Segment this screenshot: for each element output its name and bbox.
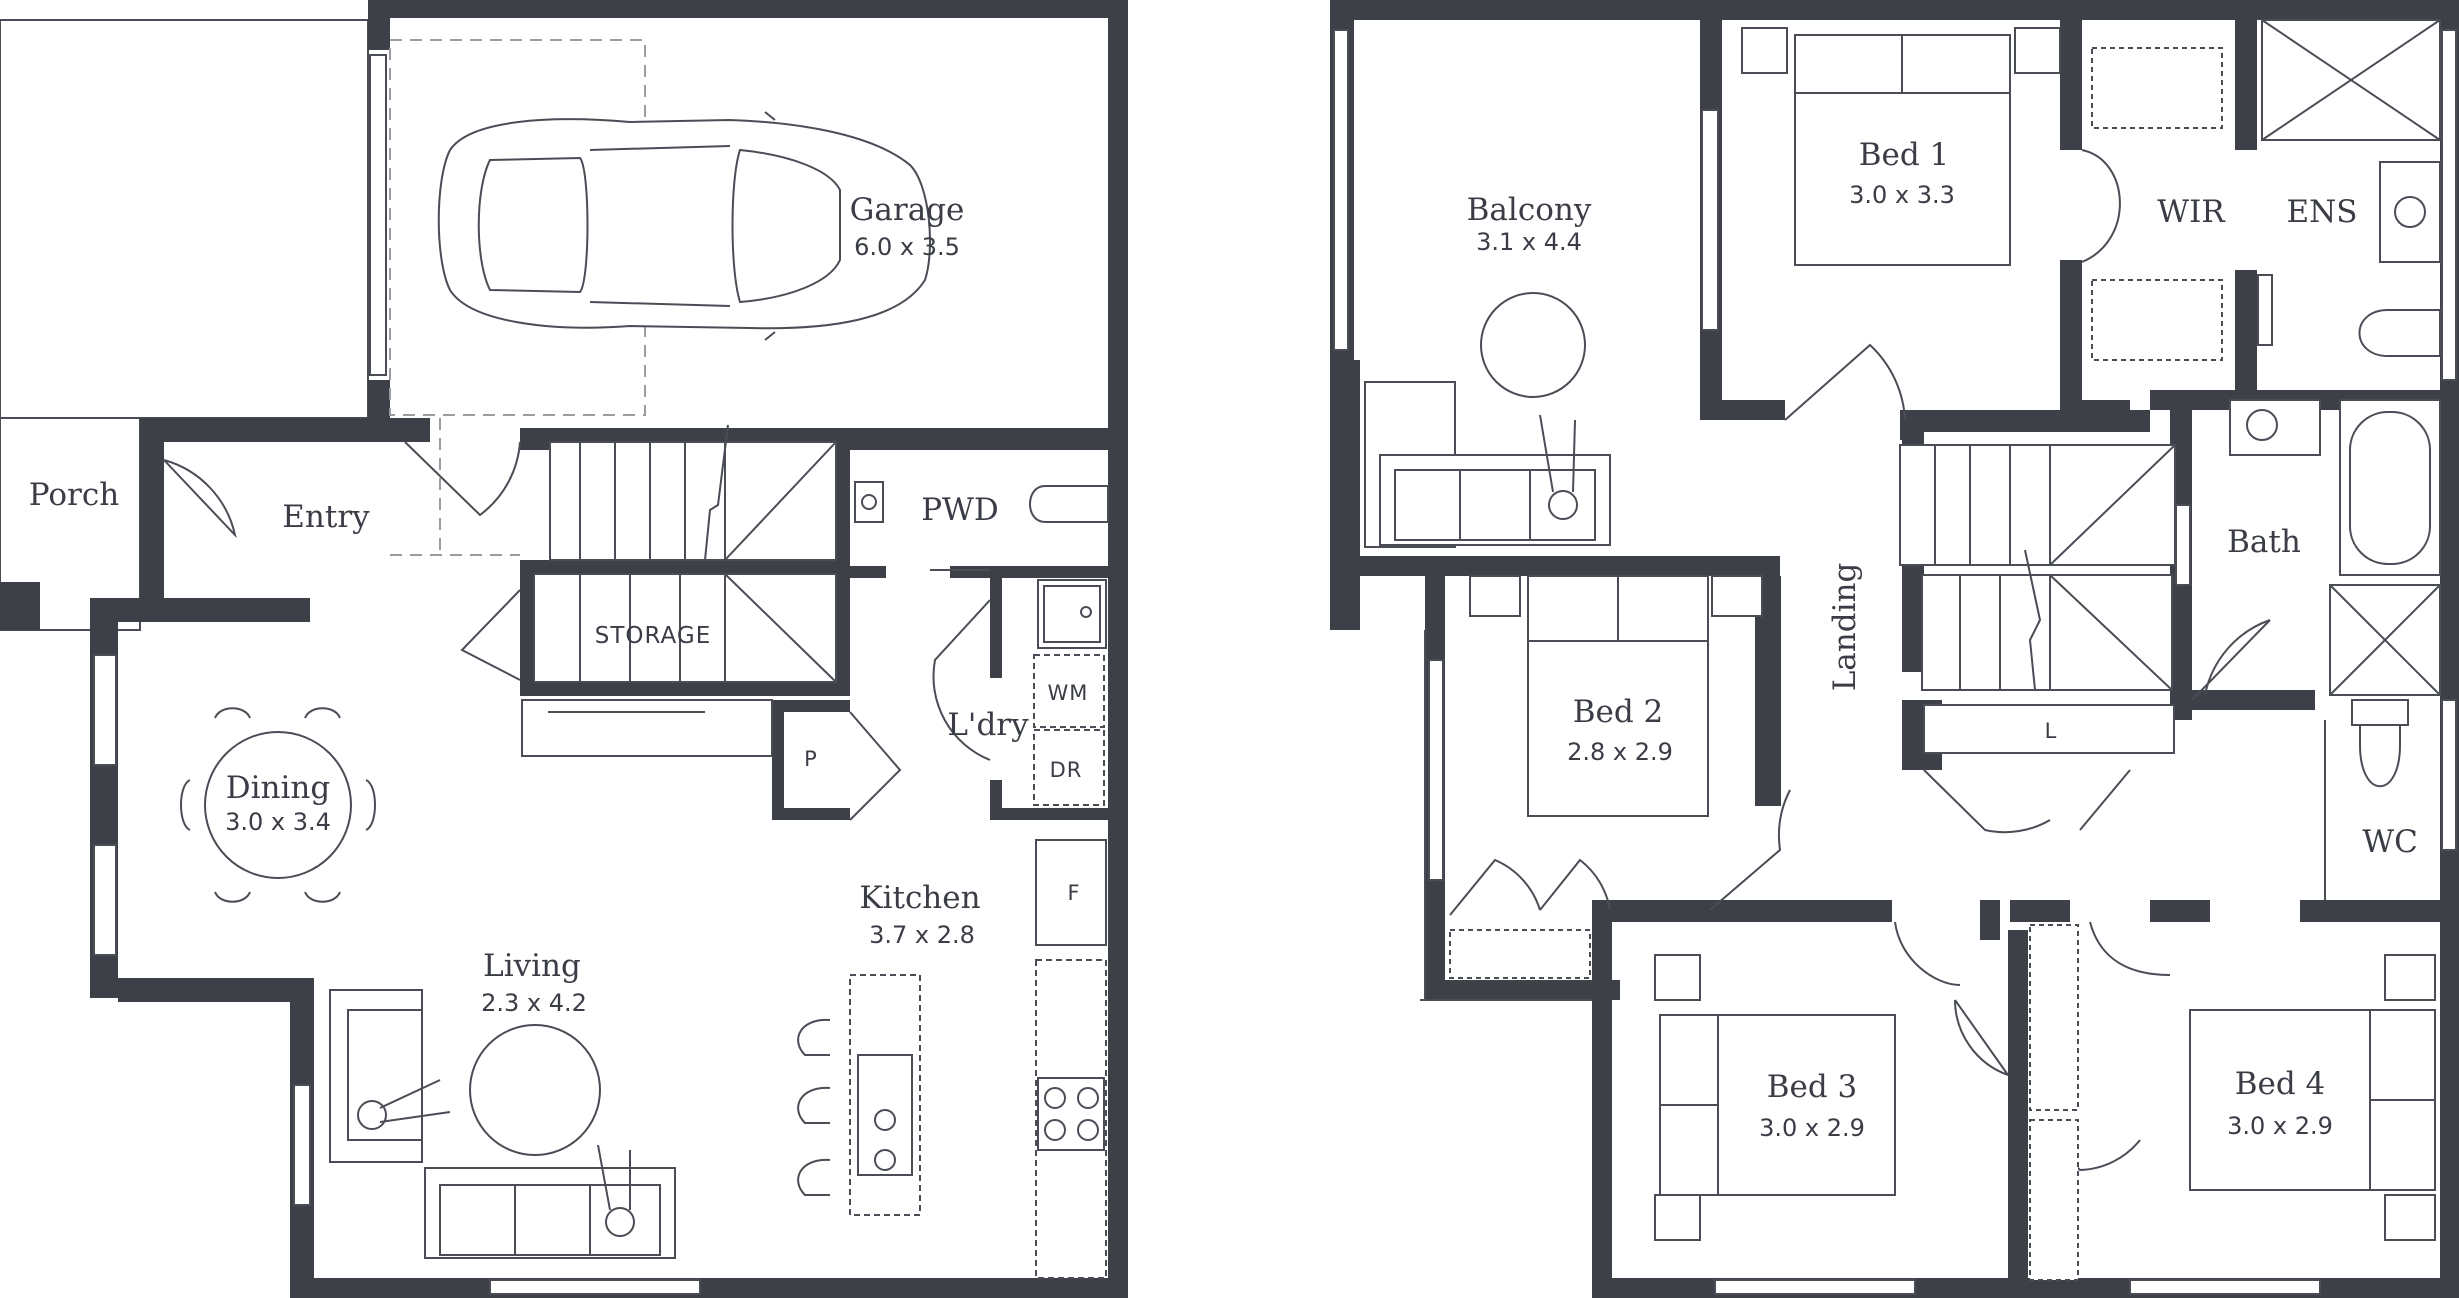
fixture-label-pantry: P bbox=[804, 747, 818, 771]
room-label-bed4: Bed 4 bbox=[2235, 1066, 2326, 1102]
bed2-furniture bbox=[1449, 575, 1791, 979]
dining-table bbox=[180, 707, 376, 903]
kitchen-fixtures bbox=[797, 839, 1107, 1279]
room-size-kitchen: 3.7 x 2.8 bbox=[869, 921, 975, 949]
room-label-bath: Bath bbox=[2227, 524, 2301, 560]
room-label-porch: Porch bbox=[29, 477, 119, 513]
room-label-kitchen: Kitchen bbox=[859, 880, 980, 916]
room-size-balcony: 3.1 x 4.4 bbox=[1476, 228, 1582, 256]
room-label-laundry: L'dry bbox=[947, 707, 1029, 743]
driveway-outline bbox=[0, 19, 369, 631]
fixture-label-wm: WM bbox=[1048, 681, 1089, 705]
room-size-bed3: 3.0 x 2.9 bbox=[1759, 1114, 1865, 1142]
bed1-furniture bbox=[1741, 27, 2121, 421]
room-size-bed1: 3.0 x 3.3 bbox=[1849, 181, 1955, 209]
room-label-wir: WIR bbox=[2157, 194, 2226, 230]
first-floor-windows bbox=[1333, 29, 2457, 1295]
first-floor-outline bbox=[1420, 630, 1592, 1001]
labels: Garage 6.0 x 3.5 Porch Entry PWD STORAGE… bbox=[29, 137, 2418, 1142]
first-floor-plan bbox=[1330, 0, 2459, 1298]
room-label-living: Living bbox=[483, 948, 581, 984]
upper-stairs bbox=[1899, 444, 2176, 834]
wc-fixtures bbox=[2324, 699, 2409, 900]
fixture-label-dr: DR bbox=[1050, 758, 1083, 782]
room-label-balcony: Balcony bbox=[1467, 192, 1592, 228]
bed4-furniture bbox=[2034, 921, 2436, 1241]
room-label-entry: Entry bbox=[282, 499, 370, 535]
laundry-fixtures bbox=[1033, 579, 1107, 806]
ground-floor-windows bbox=[93, 54, 701, 1295]
ground-stairs bbox=[521, 424, 837, 757]
ground-floor-plan bbox=[0, 0, 1128, 1298]
room-label-ens: ENS bbox=[2287, 194, 2358, 230]
room-label-storage: STORAGE bbox=[595, 623, 712, 649]
room-label-wc: WC bbox=[2362, 824, 2418, 860]
room-size-dining: 3.0 x 3.4 bbox=[225, 808, 331, 836]
room-label-bed2: Bed 2 bbox=[1573, 694, 1664, 730]
room-label-garage: Garage bbox=[850, 192, 965, 228]
room-size-living: 2.3 x 4.2 bbox=[481, 989, 587, 1017]
ground-doors bbox=[163, 418, 991, 821]
living-furniture bbox=[329, 989, 676, 1259]
room-label-dining: Dining bbox=[226, 770, 330, 806]
room-label-bed3: Bed 3 bbox=[1767, 1069, 1858, 1105]
balcony-furniture bbox=[1364, 292, 1611, 548]
room-label-bed1: Bed 1 bbox=[1859, 137, 1950, 173]
built-in-robes bbox=[2029, 924, 2079, 1281]
fixture-label-fridge: F bbox=[1067, 881, 1080, 905]
wir-ens-fixtures bbox=[2091, 19, 2441, 361]
car-icon bbox=[437, 111, 931, 341]
room-size-garage: 6.0 x 3.5 bbox=[854, 233, 960, 261]
room-size-bed4: 3.0 x 2.9 bbox=[2227, 1112, 2333, 1140]
bed3-furniture bbox=[1654, 921, 2009, 1241]
bath-fixtures bbox=[2191, 399, 2441, 701]
room-size-bed2: 2.8 x 2.9 bbox=[1567, 738, 1673, 766]
room-label-pwd: PWD bbox=[921, 492, 999, 528]
pwd-fixtures bbox=[854, 481, 1109, 523]
room-label-landing: Landing bbox=[1827, 563, 1863, 692]
fixture-label-linen: L bbox=[2045, 719, 2058, 743]
